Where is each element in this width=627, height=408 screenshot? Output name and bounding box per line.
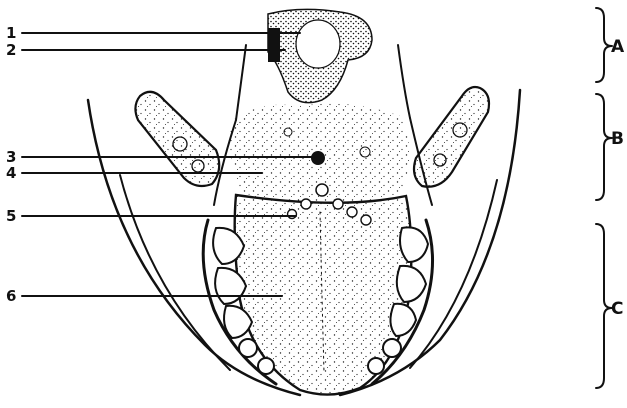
label-4: 4	[6, 164, 16, 182]
tonsil-right	[410, 87, 489, 205]
region-label-a: A	[611, 37, 625, 57]
label-6: 6	[6, 287, 16, 305]
region-label-b: B	[611, 129, 624, 149]
label-1: 1	[6, 24, 16, 42]
region-brackets	[596, 8, 612, 388]
label-2: 2	[6, 41, 16, 59]
region-label-c: C	[611, 299, 623, 319]
epiglottis-region	[236, 9, 410, 120]
tonsil-left	[135, 92, 236, 205]
label-5: 5	[6, 207, 16, 225]
